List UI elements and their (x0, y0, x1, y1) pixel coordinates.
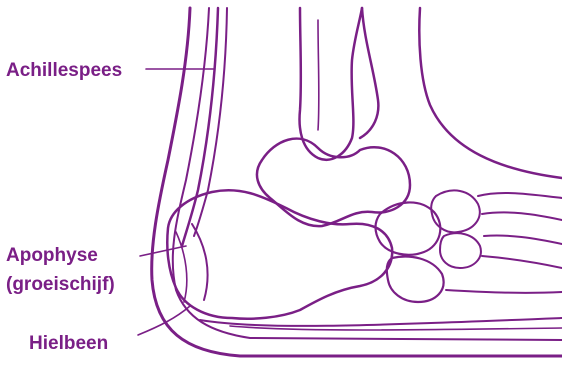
label-groeischijf: (groeischijf) (6, 273, 115, 296)
leader-line-apophyse (140, 246, 186, 256)
achilles-tendon-back (194, 8, 227, 236)
metatarsal-bone (482, 212, 562, 220)
label-achillespees: Achillespees (6, 59, 122, 82)
cuboid-bone (387, 257, 444, 302)
label-apophyse: Apophyse (6, 244, 98, 267)
metatarsal-bone (446, 290, 562, 293)
fibula-bone (360, 8, 378, 138)
label-hielbeen: Hielbeen (29, 332, 108, 355)
cuneiform-bone (431, 190, 480, 232)
shin-front-outline (419, 8, 562, 178)
metatarsal-bone (484, 235, 562, 244)
metatarsal-bone (482, 256, 562, 268)
skin-inner-line (173, 8, 562, 340)
cuneiform-bone (440, 233, 481, 268)
calcaneus-bone (167, 190, 392, 319)
tibia-inner-line (318, 20, 319, 130)
talus-bone (257, 139, 410, 227)
metatarsal-bone (478, 193, 562, 198)
skin-outline (152, 8, 562, 356)
tibia-bone (300, 8, 362, 160)
